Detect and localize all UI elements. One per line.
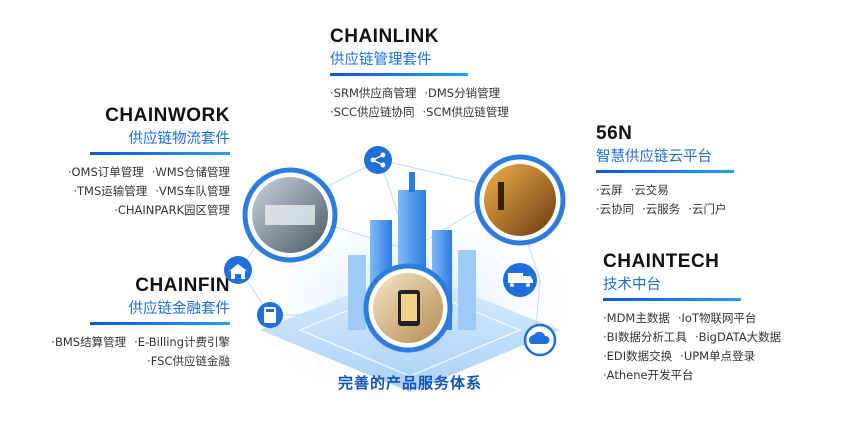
chainlink-item: ·SRM供应商管理 (330, 86, 417, 100)
chaintech-item: ·IoT物联网平台 (677, 311, 757, 325)
n56-title: 56N (596, 123, 633, 144)
chainfin-item: ·FSC供应链金融 (147, 354, 230, 368)
chainwork-underline (90, 152, 230, 155)
n56-item: ·云协同 (596, 202, 635, 216)
chainlink-title: CHAINLINK (330, 26, 439, 47)
chainfin-subtitle: 供应链金融套件 (128, 301, 231, 317)
chainwork-item: ·VMS车队管理 (155, 184, 230, 198)
chaintech-items: ·MDM主数据 ·IoT物联网平台 ·BI数据分析工具 ·BigDATA大数据 ·E… (603, 309, 843, 385)
warehouse-icon (224, 256, 252, 284)
n56-item: ·云屏 (596, 183, 623, 197)
n56-item: ·云服务 (642, 202, 681, 216)
chainfin-block: CHAINFIN 供应链金融套件 ·BMS结算管理 ·E-Billing计费引擎 … (5, 275, 230, 371)
n56-subtitle: 智慧供应链云平台 (596, 149, 712, 165)
chainlink-item: ·SCM供应链管理 (422, 105, 509, 119)
chainfin-items: ·BMS结算管理 ·E-Billing计费引擎 ·FSC供应链金融 (5, 333, 230, 371)
chainlink-item: ·SCC供应链协同 (330, 105, 415, 119)
chainwork-items: ·OMS订单管理 ·WMS仓储管理 ·TMS运输管理 ·VMS车队管理 ·CHAIN… (20, 163, 230, 220)
chainlink-underline (330, 73, 468, 76)
chainlink-subtitle: 供应链管理套件 (330, 52, 432, 68)
truck-icon (503, 263, 537, 297)
product-ecosystem-illustration (224, 146, 590, 410)
chainlink-item: ·DMS分销管理 (424, 86, 501, 100)
chainlink-items: ·SRM供应商管理 ·DMS分销管理 ·SCC供应链协同 ·SCM供应链管理 (330, 84, 530, 122)
chainwork-block: CHAINWORK 供应链物流套件 ·OMS订单管理 ·WMS仓储管理 ·TMS运… (20, 105, 230, 220)
ecosystem-caption: 完善的产品服务体系 (337, 374, 482, 392)
chaintech-item: ·EDI数据交换 (603, 349, 673, 363)
chainfin-title: CHAINFIN (135, 275, 230, 296)
n56-item: ·云门户 (688, 202, 727, 216)
chainwork-item: ·TMS运输管理 (73, 184, 148, 198)
chaintech-item: ·Athene开发平台 (603, 368, 694, 382)
chaintech-item: ·UPM单点登录 (680, 349, 756, 363)
chainwork-item: ·OMS订单管理 (67, 165, 144, 179)
n56-items: ·云屏 ·云交易 ·云协同 ·云服务 ·云门户 (596, 181, 796, 219)
n56-underline (596, 170, 734, 173)
chainwork-item: ·WMS仓储管理 (151, 165, 230, 179)
chaintech-underline (603, 298, 741, 301)
calculator-icon (257, 302, 283, 328)
chaintech-block: CHAINTECH 技术中台 ·MDM主数据 ·IoT物联网平台 ·BI数据分析工… (603, 251, 843, 385)
chainfin-item: ·BMS结算管理 (51, 335, 127, 349)
share-icon (364, 146, 392, 174)
chainwork-title: CHAINWORK (105, 105, 230, 126)
industry-photo (474, 154, 566, 246)
chainwork-subtitle: 供应链物流套件 (128, 131, 231, 147)
chaintech-title: CHAINTECH (603, 251, 720, 272)
chainlink-block: CHAINLINK 供应链管理套件 ·SRM供应商管理 ·DMS分销管理 ·SCC… (330, 26, 530, 122)
chainwork-item: ·CHAINPARK园区管理 (114, 203, 230, 217)
cloud-icon (523, 323, 557, 357)
n56-item: ·云交易 (630, 183, 669, 197)
chaintech-subtitle: 技术中台 (603, 277, 661, 293)
chaintech-item: ·BigDATA大数据 (694, 330, 782, 344)
retail-photo (363, 263, 453, 353)
logistics-photo (242, 167, 338, 263)
chainfin-item: ·E-Billing计费引擎 (134, 335, 230, 349)
n56-block: 56N 智慧供应链云平台 ·云屏 ·云交易 ·云协同 ·云服务 ·云门户 (596, 123, 796, 219)
chaintech-item: ·MDM主数据 (603, 311, 670, 325)
chaintech-item: ·BI数据分析工具 (603, 330, 687, 344)
chainfin-underline (90, 322, 230, 325)
